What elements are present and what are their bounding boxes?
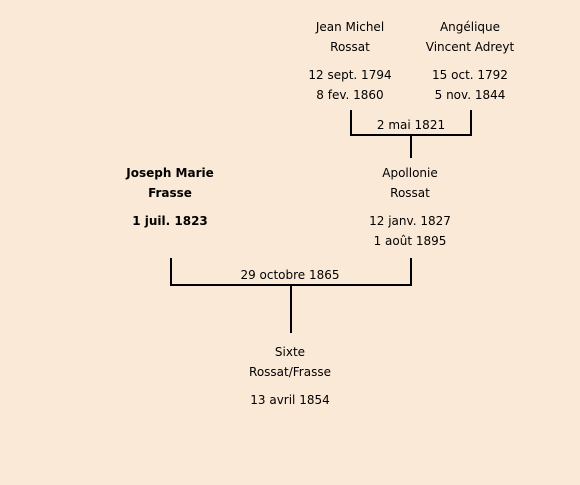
person-name-last: Rossat [330,40,370,54]
connector-vertical-left [170,258,172,286]
person-name-first: Apollonie [382,166,438,180]
person-birth-date: 1 juil. 1823 [132,214,208,228]
connector-vertical-right [470,110,472,136]
person-death-date: 5 nov. 1844 [434,88,506,102]
person-birth-date: 13 avril 1854 [250,393,330,407]
connector-horizontal [170,284,412,286]
connector-vertical-right [410,258,412,286]
connector-descent [290,286,292,333]
person-name-first: Joseph Marie [126,166,214,180]
person-name-last: Frasse [148,186,192,200]
person-death-date: 8 fev. 1860 [316,88,384,102]
person-apollonie-rossat: Apollonie Rossat 12 janv. 1827 1 août 18… [330,163,490,251]
person-birth-date: 12 janv. 1827 [369,214,451,228]
person-birth-date: 12 sept. 1794 [308,68,392,82]
person-death-date: 1 août 1895 [373,234,447,248]
person-name-first: Sixte [274,345,306,359]
person-sixte-rossat-frasse: Sixte Rossat/Frasse 13 avril 1854 [210,342,370,410]
person-joseph-marie-frasse: Joseph Marie Frasse 1 juil. 1823 [90,163,250,231]
person-name-first: Angélique [439,20,501,34]
person-name-first: Jean Michel [315,20,385,34]
person-name-last: Vincent Adreyt [425,40,515,54]
person-name-last: Rossat/Frasse [249,365,331,379]
person-name-last: Rossat [390,186,430,200]
connector-descent [410,136,412,158]
person-angelique-vincent-adreyt: Angélique Vincent Adreyt 15 oct. 1792 5 … [390,17,550,105]
connector-vertical-left [350,110,352,136]
marriage-date: 2 mai 1821 [376,118,446,132]
connector-horizontal [350,134,472,136]
person-jean-michel-rossat: Jean Michel Rossat 12 sept. 1794 8 fev. … [270,17,430,105]
person-birth-date: 15 oct. 1792 [432,68,508,82]
marriage-date: 29 octobre 1865 [240,268,340,282]
